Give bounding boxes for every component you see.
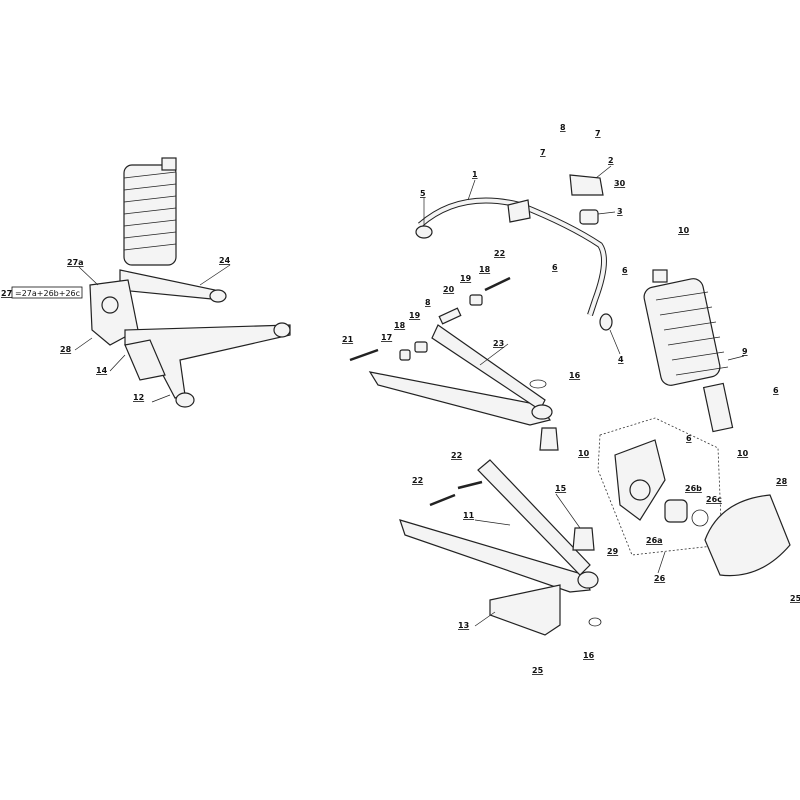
label-19-a: 19: [460, 274, 472, 283]
label-22-a: 22: [494, 249, 505, 258]
label-11: 11: [463, 511, 475, 520]
label-14: 14: [96, 366, 108, 375]
label-28-a: 28: [60, 345, 72, 354]
label-8-b: 8: [425, 298, 431, 307]
label-7-a: 7: [540, 148, 546, 157]
bushing-19: [469, 294, 483, 306]
label-27: 27: [1, 289, 12, 298]
label-25-a: 25: [790, 594, 800, 603]
bolt-21: [349, 348, 379, 362]
washer-16-lower: [588, 617, 602, 627]
label-22-c: 22: [412, 476, 423, 485]
label-26a: 26a: [646, 536, 663, 545]
label-10-c: 10: [578, 449, 590, 458]
label-23: 23: [493, 339, 504, 348]
label-6-b: 6: [622, 266, 628, 275]
skid-plate-13: [489, 584, 561, 636]
disc-guard-28: [704, 494, 791, 577]
label-12: 12: [133, 393, 144, 402]
pivot-tube-20: [438, 307, 462, 325]
washer-16-upper: [529, 379, 547, 389]
label-10-b: 10: [737, 449, 749, 458]
ball-joint-15: [572, 527, 595, 551]
assembled-view: =27a+26b+26c: [11, 157, 291, 408]
label-6-a: 6: [552, 263, 558, 272]
leader-lines: [74, 165, 745, 627]
bolt-22-upper: [484, 276, 511, 292]
label-1: 1: [472, 170, 478, 179]
nut-17: [399, 349, 411, 361]
shock-spring-9: [643, 278, 721, 386]
label-26: 26: [654, 574, 666, 583]
callout-labels: 1 2 3 4 5 6 6 6 6 7 7 8 8 9 10 10 10 11 …: [1, 123, 800, 675]
label-27a: 27a: [67, 258, 84, 267]
link-4: [599, 313, 613, 331]
label-30: 30: [614, 179, 626, 188]
assembled-spring: [123, 164, 177, 266]
bracket-2: [569, 174, 604, 196]
sway-bar-link-5: [415, 225, 433, 239]
label-26c: 26c: [706, 495, 722, 504]
label-13: 13: [458, 621, 469, 630]
upper-a-arm: [368, 371, 551, 426]
assembled-upper-arm: [119, 269, 224, 301]
label-3: 3: [617, 207, 623, 216]
label-7-b: 7: [595, 129, 601, 138]
label-28-b: 28: [776, 477, 788, 486]
label-21: 21: [342, 335, 354, 344]
shock-top-mount: [161, 157, 177, 171]
label-15: 15: [555, 484, 567, 493]
shock-body: [702, 382, 734, 433]
bolt-22-a: [429, 493, 456, 507]
label-16-a: 16: [569, 371, 581, 380]
bushing-3: [579, 209, 599, 225]
bolt-22-b: [457, 480, 483, 490]
label-18-a: 18: [479, 265, 491, 274]
label-10-a: 10: [678, 226, 690, 235]
assembled-skid: [124, 339, 166, 381]
label-4: 4: [618, 355, 624, 364]
label-20: 20: [443, 285, 455, 294]
bearing-26b: [664, 499, 688, 523]
label-5: 5: [420, 189, 426, 198]
label-8-a: 8: [560, 123, 566, 132]
label-22-b: 22: [451, 451, 462, 460]
sway-bar-bracket: [507, 199, 531, 223]
label-6-d: 6: [686, 434, 692, 443]
ball-joint: [539, 427, 559, 451]
label-2: 2: [608, 156, 614, 165]
label-6-c: 6: [773, 386, 779, 395]
label-29: 29: [607, 547, 619, 556]
legend-box-text: =27a+26b+26c: [15, 289, 80, 298]
shock-top-mount: [652, 269, 668, 283]
label-26b: 26b: [685, 484, 702, 493]
label-17: 17: [381, 333, 392, 342]
sway-bar: [418, 198, 606, 316]
circlip-26c: [691, 509, 709, 527]
label-9: 9: [742, 347, 748, 356]
label-19-b: 19: [409, 311, 421, 320]
lower-a-arm: [399, 519, 591, 593]
bushing-18: [414, 341, 428, 353]
label-25-b: 25: [532, 666, 544, 675]
label-18-b: 18: [394, 321, 406, 330]
legend-box: [11, 286, 83, 299]
label-24: 24: [219, 256, 231, 265]
label-16-b: 16: [583, 651, 595, 660]
